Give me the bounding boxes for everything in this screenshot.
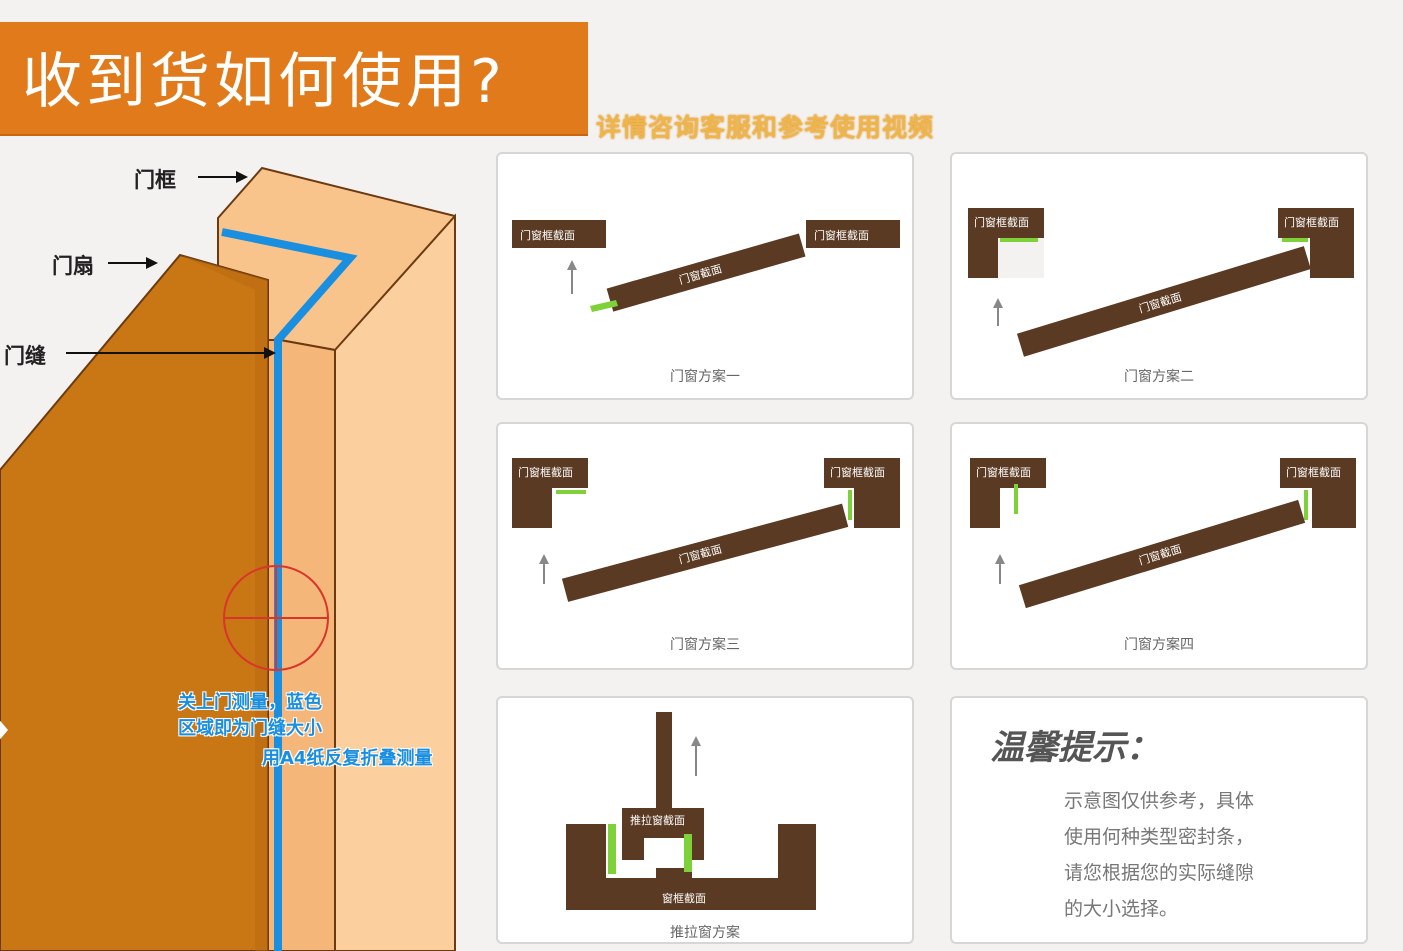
- scheme-4-caption: 门窗方案四: [1124, 637, 1194, 653]
- tips-line-1: 示意图仅供参考，具体: [1064, 790, 1255, 812]
- page-subtitle: 详情咨询客服和参考使用视频: [596, 113, 935, 142]
- measure-note-line1: 关上门测量，蓝色: [178, 692, 322, 713]
- tips-line-2: 使用何种类型密封条，: [1064, 826, 1255, 848]
- tips-line-4: 的大小选择。: [1064, 898, 1179, 920]
- svg-text:推拉窗截面: 推拉窗截面: [630, 813, 685, 827]
- tips-panel: 温馨提示： 示意图仅供参考，具体 使用何种类型密封条， 请您根据您的实际缝隙 的…: [950, 696, 1368, 944]
- svg-text:门窗框截面: 门窗框截面: [1286, 465, 1341, 479]
- svg-text:门窗框截面: 门窗框截面: [1284, 215, 1339, 229]
- tips-line-3: 请您根据您的实际缝隙: [1064, 862, 1255, 884]
- title-banner: 收到货如何使用?: [0, 22, 588, 134]
- tips-title: 温馨提示：: [990, 728, 1160, 768]
- svg-text:窗框截面: 窗框截面: [662, 891, 706, 905]
- scheme-panel-3: 门窗框截面 门窗框截面 门窗截面 门窗方案三: [496, 422, 914, 670]
- scheme-2-caption: 门窗方案二: [1124, 369, 1194, 385]
- scheme-3-caption: 门窗方案三: [670, 637, 740, 653]
- label-door-gap: 门缝: [4, 344, 46, 368]
- scheme-panel-4: 门窗框截面 门窗框截面 门窗截面 门窗方案四: [950, 422, 1368, 670]
- svg-text:门窗框截面: 门窗框截面: [518, 465, 573, 479]
- scheme-5-diagram: 推拉窗截面 推拉窗截面 窗框截面: [566, 712, 816, 910]
- scheme-panel-2: 门窗框截面 门窗框截面 门窗截面 门窗方案二: [950, 152, 1368, 400]
- scheme-3-diagram: 门窗框截面 门窗框截面 门窗截面: [512, 458, 900, 602]
- measure-note-line3: 用A4纸反复折叠测量: [262, 748, 433, 769]
- scheme-5-caption: 推拉窗方案: [670, 925, 740, 941]
- svg-text:门窗框截面: 门窗框截面: [974, 215, 1029, 229]
- scheme-2-diagram: 门窗框截面 门窗框截面 门窗截面: [968, 208, 1354, 357]
- svg-text:门窗框截面: 门窗框截面: [830, 465, 885, 479]
- svg-text:推拉窗截面: 推拉窗截面: [643, 718, 657, 773]
- label-door-frame: 门框: [134, 168, 176, 192]
- scheme-1-caption: 门窗方案一: [670, 369, 740, 385]
- svg-text:门窗框截面: 门窗框截面: [520, 228, 575, 242]
- scheme-1-diagram: 门窗框截面 门窗框截面 门窗截面: [512, 220, 900, 312]
- scheme-4-diagram: 门窗框截面 门窗框截面 门窗截面: [970, 458, 1356, 609]
- scheme-panel-1: 门窗框截面 门窗框截面 门窗截面 门窗方案一: [496, 152, 914, 400]
- door-gap-blue: [221, 228, 358, 951]
- page-title: 收到货如何使用?: [22, 47, 506, 117]
- scheme-panel-5: 推拉窗截面 推拉窗截面 窗框截面 推拉窗方案: [496, 696, 914, 944]
- label-door-leaf: 门扇: [52, 254, 94, 278]
- prev-arrow-icon[interactable]: [0, 716, 8, 744]
- door-frame-diagram: [0, 166, 456, 951]
- door-leaf-edge: [180, 255, 268, 951]
- svg-text:门窗框截面: 门窗框截面: [976, 465, 1031, 479]
- measure-note-line2: 区域即为门缝大小: [178, 718, 322, 739]
- svg-text:门窗框截面: 门窗框截面: [814, 228, 869, 242]
